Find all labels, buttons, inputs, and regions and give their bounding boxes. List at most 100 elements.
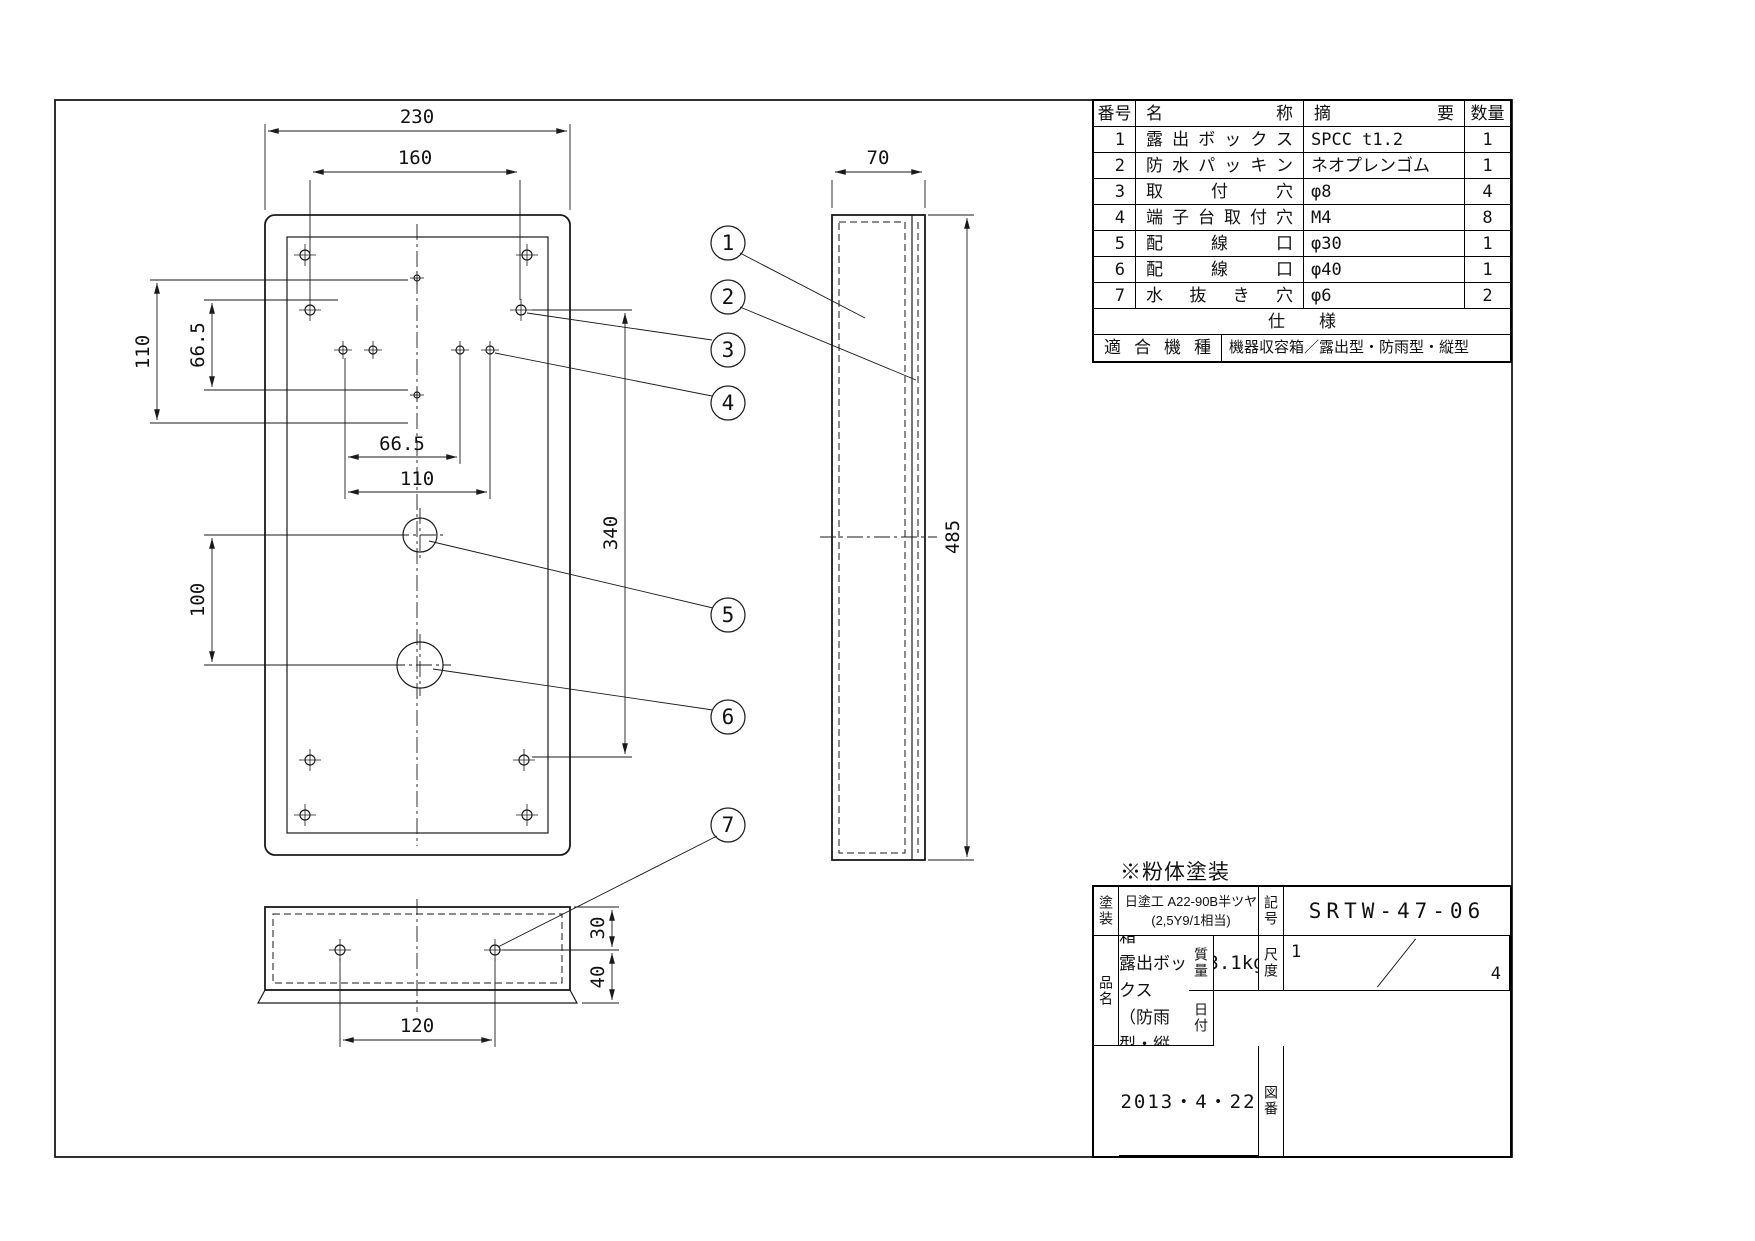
dim-width-66-5: 66.5 xyxy=(344,358,461,499)
dim-text-110h: 110 xyxy=(400,468,434,490)
balloon-2: 2 xyxy=(710,279,746,315)
balloon-7: 7 xyxy=(710,807,746,843)
dim-height-485: 485 xyxy=(928,214,974,861)
svg-text:3: 3 xyxy=(722,338,735,362)
part-no: 5 xyxy=(1094,231,1136,257)
paint-spec: 日塗工 A22-90B半ツヤ (2,5Y9/1相当) xyxy=(1119,887,1259,936)
paint-label: 塗装 xyxy=(1094,887,1119,936)
product-name-line1: 機器収容箱 xyxy=(1119,936,1136,946)
product-name: 機器収容箱 露出ボックス （防雨型・縦型） xyxy=(1119,936,1189,1046)
mounting-hole xyxy=(513,749,535,771)
part-qty: 1 xyxy=(1465,231,1510,257)
scale-numerator: 1 xyxy=(1291,942,1302,962)
mounting-hole xyxy=(294,244,316,266)
date-value: 2013・4・22 xyxy=(1119,1046,1259,1156)
part-qty: 2 xyxy=(1465,283,1510,309)
part-qty: 1 xyxy=(1465,127,1510,153)
dim-depth-70: 70 xyxy=(831,147,926,208)
dim-width-120: 120 xyxy=(339,958,496,1047)
dim-height-340: 340 xyxy=(532,309,632,758)
dim-text-66-5v: 66.5 xyxy=(187,322,209,368)
balloon-4: 4 xyxy=(710,385,746,421)
dim-height-66-5: 66.5 xyxy=(187,299,408,391)
center-hole xyxy=(410,271,424,285)
drain-hole xyxy=(329,939,351,961)
scale-denominator: 4 xyxy=(1490,964,1501,984)
leader-5 xyxy=(428,540,714,609)
bottom-outline xyxy=(264,906,571,991)
part-qty: 1 xyxy=(1465,257,1510,283)
symbol-label: 記号 xyxy=(1259,887,1284,936)
applicable-model-value: 機器収容箱／露出型・防雨型・縦型 xyxy=(1229,339,1470,356)
part-name: 端子台取付穴 xyxy=(1136,205,1304,231)
bottom-flange xyxy=(256,989,579,1004)
dim-text-100: 100 xyxy=(187,583,209,617)
scale-label: 尺度 xyxy=(1259,936,1284,991)
mounting-hole xyxy=(516,244,538,266)
paint-spec-line1: 日塗工 A22-90B半ツヤ xyxy=(1124,893,1258,909)
part-name: 取付穴 xyxy=(1136,179,1304,205)
side-view xyxy=(820,214,937,861)
part-no: 6 xyxy=(1094,257,1136,283)
dim-text-70: 70 xyxy=(867,147,890,169)
balloon-5: 5 xyxy=(710,597,746,633)
date-label: 日付 xyxy=(1189,991,1214,1046)
sheet-border xyxy=(54,99,1513,1158)
dim-text-30: 30 xyxy=(587,917,609,940)
product-name-line3: （防雨型・縦型） xyxy=(1119,1008,1170,1046)
leader-4 xyxy=(494,352,713,397)
center-hole xyxy=(410,388,424,402)
part-no: 1 xyxy=(1094,127,1136,153)
leader-2 xyxy=(739,306,917,381)
applicable-model-label: 適合機種 xyxy=(1094,335,1222,361)
title-block: 塗装 日塗工 A22-90B半ツヤ (2,5Y9/1相当) 記号 SRTW-47… xyxy=(1092,885,1512,1158)
terminal-hole xyxy=(451,341,469,359)
part-remark: φ6 xyxy=(1304,283,1465,309)
powder-coating-note: ※粉体塗装 xyxy=(1120,861,1230,884)
svg-text:2: 2 xyxy=(722,285,735,309)
part-remark: ネオプレンゴム xyxy=(1304,153,1465,179)
col-header-no: 番号 xyxy=(1094,101,1136,127)
mounting-hole xyxy=(294,804,316,826)
dim-text-40: 40 xyxy=(587,966,609,989)
bottom-view xyxy=(256,899,579,1012)
part-remark: M4 xyxy=(1304,205,1465,231)
drain-hole xyxy=(484,939,506,961)
col-header-remark: 摘要 xyxy=(1304,101,1465,127)
svg-text:5: 5 xyxy=(722,603,735,627)
dim-text-340: 340 xyxy=(600,516,622,550)
paint-spec-line2: (2,5Y9/1相当) xyxy=(1151,913,1231,928)
terminal-hole xyxy=(334,341,352,359)
hidden-inner-outline xyxy=(838,221,906,854)
dim-text-120: 120 xyxy=(400,1015,434,1037)
svg-text:4: 4 xyxy=(722,391,735,415)
part-no: 4 xyxy=(1094,205,1136,231)
part-qty: 1 xyxy=(1465,153,1510,179)
svg-text:7: 7 xyxy=(722,813,735,837)
part-no: 3 xyxy=(1094,179,1136,205)
symbol-value: SRTW-47-06 xyxy=(1284,887,1510,936)
part-name: 水抜き穴 xyxy=(1136,283,1304,309)
side-outline xyxy=(831,214,926,861)
mass-value: 3.1kg xyxy=(1214,936,1259,991)
bottom-hidden-outline xyxy=(272,913,563,984)
scale-value: 1 4 xyxy=(1284,936,1510,991)
balloon-callouts: 1 2 3 4 5 6 7 xyxy=(428,225,917,948)
dim-width-160: 160 xyxy=(309,147,521,300)
scale-fraction-divider xyxy=(1376,938,1417,988)
balloon-6: 6 xyxy=(710,699,746,735)
part-name: 配線口 xyxy=(1136,257,1304,283)
col-header-name: 名称 xyxy=(1136,101,1304,127)
part-remark: SPCC t1.2 xyxy=(1304,127,1465,153)
dim-text-160: 160 xyxy=(398,147,432,169)
part-remark: φ40 xyxy=(1304,257,1465,283)
leader-1 xyxy=(739,252,866,319)
parts-table: 番号 名称 摘要 数量 1 露出ボックス SPCC t1.2 1 2 防水パッキ… xyxy=(1092,99,1512,363)
dim-height-110: 110 xyxy=(132,279,408,424)
part-remark: φ30 xyxy=(1304,231,1465,257)
part-qty: 4 xyxy=(1465,179,1510,205)
front-view xyxy=(264,214,571,856)
leader-3 xyxy=(526,312,713,341)
part-no: 7 xyxy=(1094,283,1136,309)
